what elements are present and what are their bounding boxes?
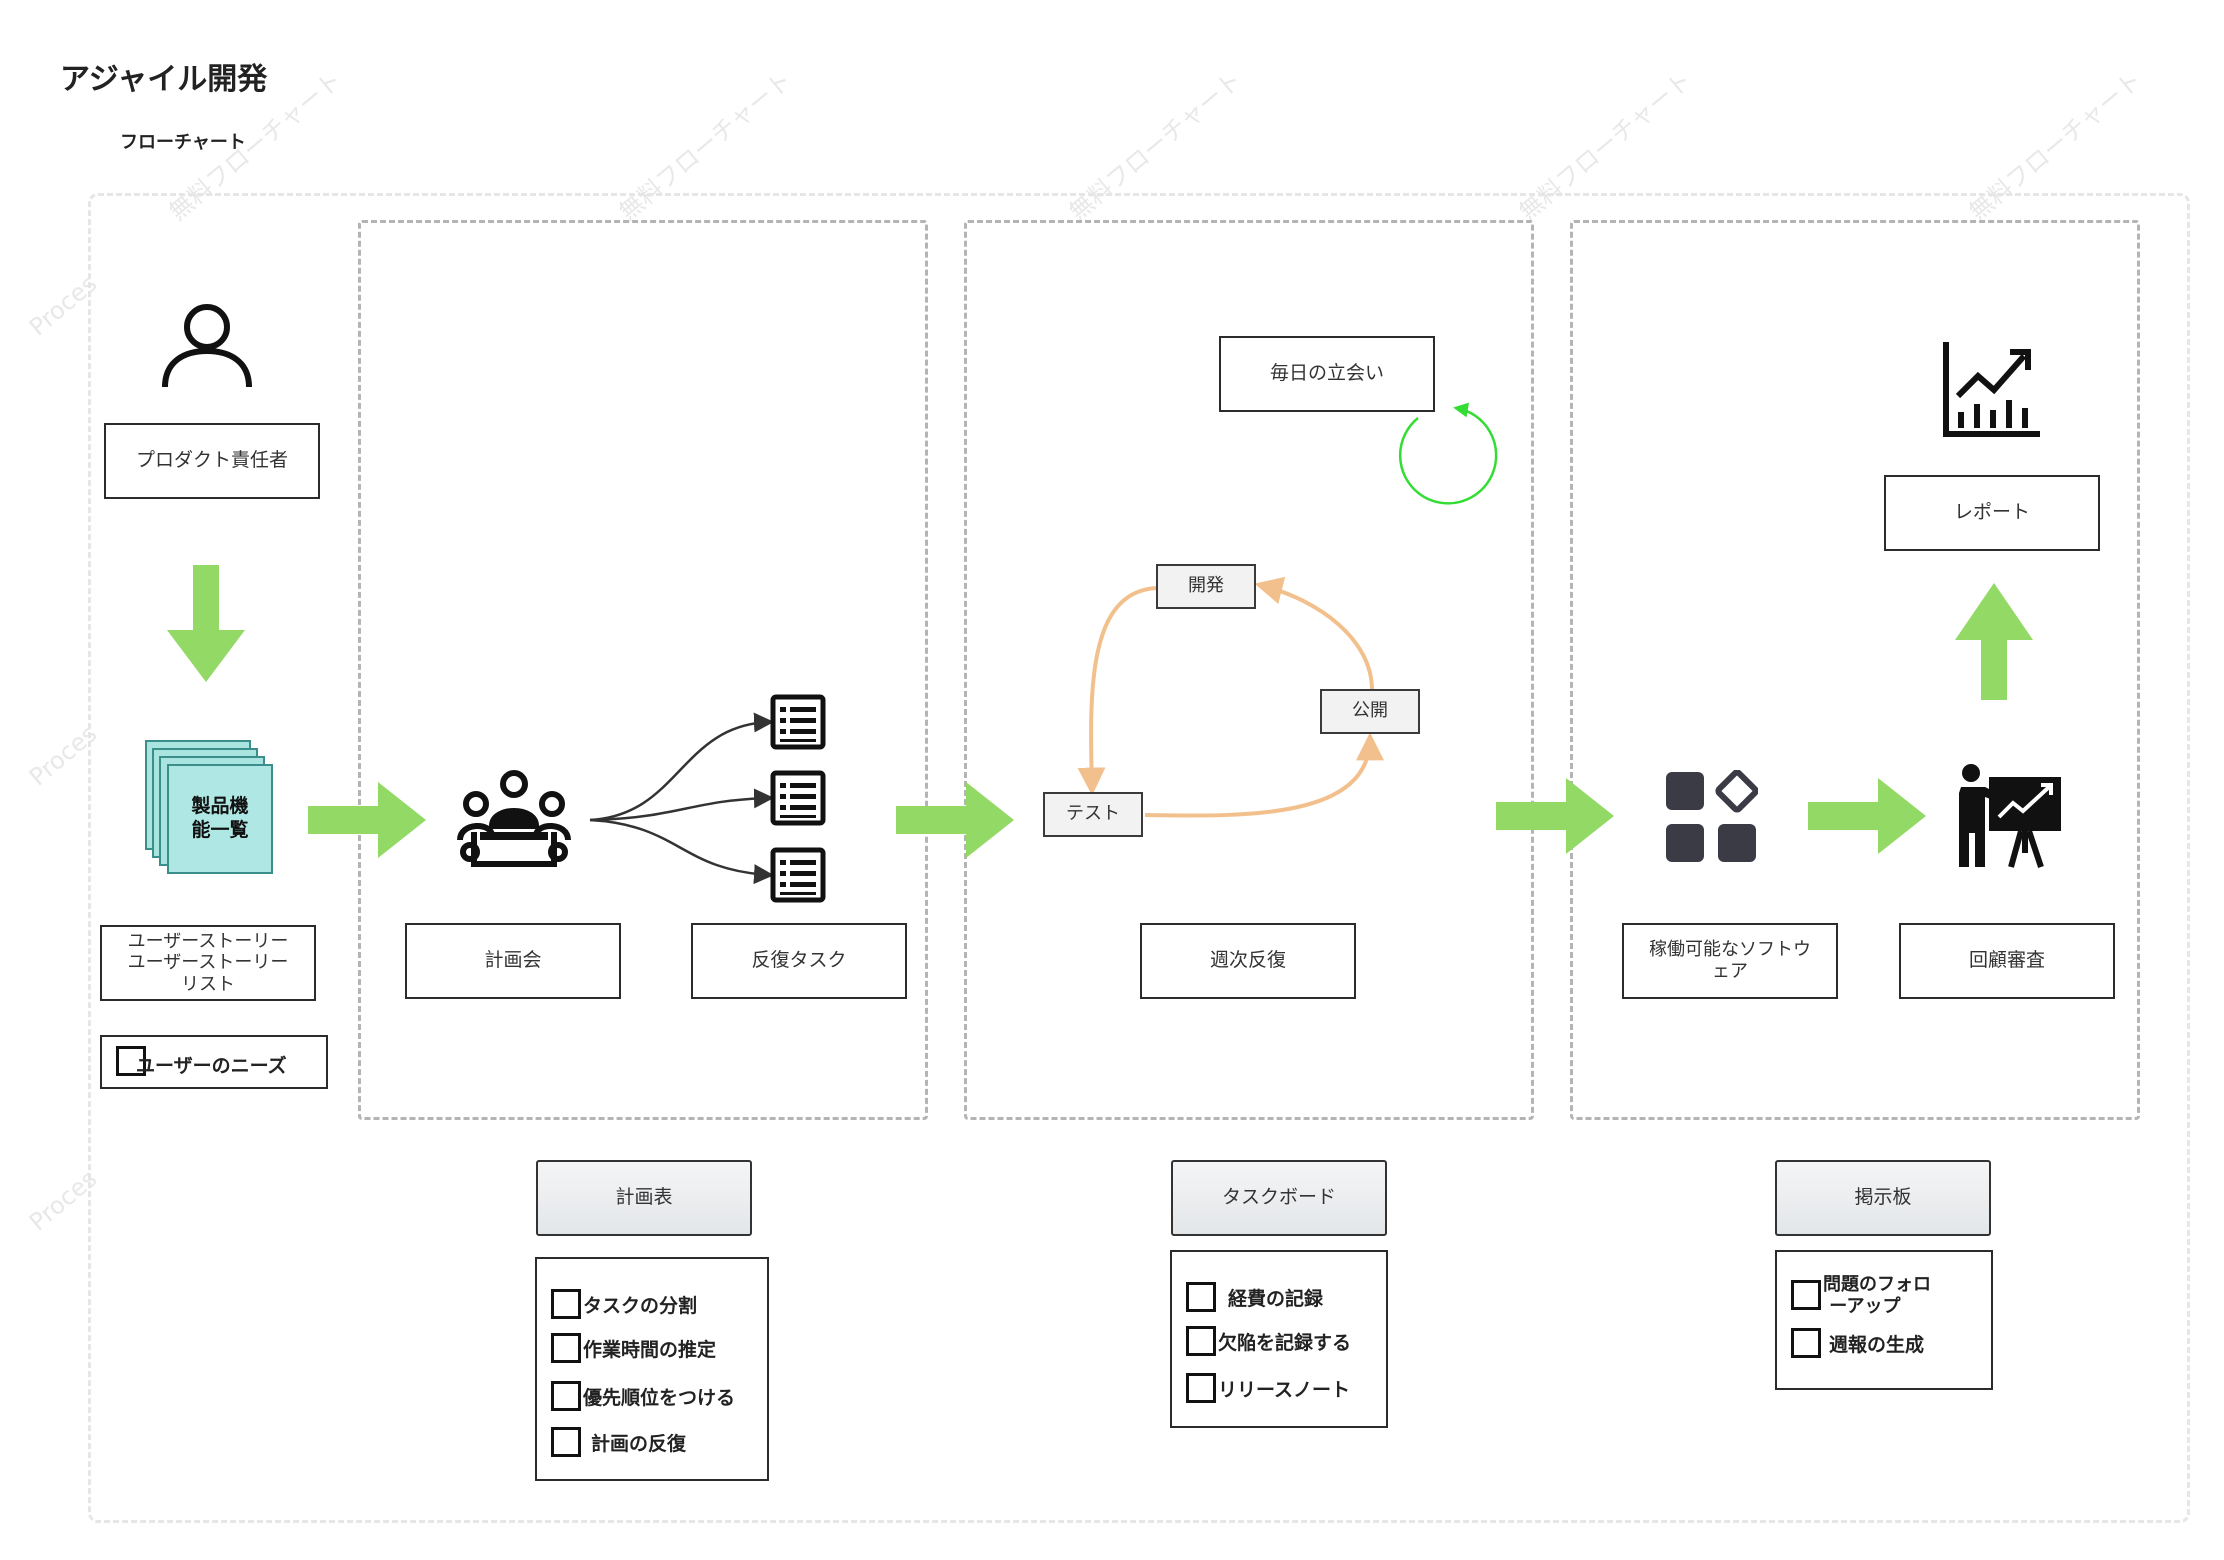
notice-board-header[interactable]: 掲示板 — [1775, 1160, 1991, 1236]
checklist-item-label: 経費の記録 — [1228, 1287, 1324, 1310]
checkbox[interactable] — [551, 1289, 581, 1319]
feature-list-notes[interactable]: 製品機 能一覧 — [145, 740, 275, 880]
cycle-test-to-release — [1144, 732, 1384, 818]
user-needs-label: ユーザーのニーズ — [136, 1055, 287, 1077]
cycle-release-to-develop — [1254, 576, 1374, 691]
checkbox[interactable] — [551, 1427, 581, 1457]
checklist-item-label: リリースノート — [1218, 1378, 1351, 1401]
list-icon — [770, 694, 826, 750]
checklist-item-label: 作業時間の推定 — [583, 1338, 717, 1361]
user-story-list-box[interactable]: ユーザーストーリー ユーザーストーリー リスト — [100, 925, 316, 1001]
page-subtitle: フローチャート — [120, 132, 246, 153]
presentation-icon — [1959, 764, 2061, 868]
meeting-icon — [457, 770, 571, 867]
checkbox[interactable] — [551, 1381, 581, 1411]
checklist-item[interactable]: 作業時間の推定 — [551, 1333, 716, 1363]
checkbox[interactable] — [1186, 1326, 1216, 1356]
checkbox[interactable] — [1186, 1373, 1216, 1403]
checklist-item[interactable]: 経費の記録 — [1186, 1282, 1323, 1312]
arrow-right-1 — [308, 782, 426, 858]
plan-board-checklist[interactable]: タスクの分割 作業時間の推定 優先順位をつける 計画の反復 — [535, 1257, 769, 1481]
arrow-right-2 — [896, 782, 1014, 858]
page-title: アジャイル開発 — [60, 62, 268, 97]
retrospective-box[interactable]: 回顧審査 — [1899, 923, 2115, 999]
daily-loop — [1398, 402, 1498, 505]
checklist-item-label: 欠陥を記録する — [1218, 1331, 1352, 1354]
connector-meeting-list-1 — [589, 712, 774, 822]
checklist-item[interactable]: 週報の生成 — [1791, 1328, 1924, 1358]
arrow-down-owner — [167, 565, 245, 682]
checklist-item[interactable]: 優先順位をつける — [551, 1381, 735, 1411]
feature-list-text: 製品機 能一覧 — [191, 795, 249, 841]
checkbox[interactable] — [551, 1333, 581, 1363]
connector-meeting-list-2 — [589, 788, 774, 822]
cycle-develop-to-test — [1077, 586, 1159, 796]
arrow-up-report — [1955, 583, 2033, 700]
develop-box[interactable]: 開発 — [1156, 564, 1256, 609]
weekly-iteration-box[interactable]: 週次反復 — [1140, 923, 1356, 999]
task-board-checklist[interactable]: 経費の記録 欠陥を記録する リリースノート — [1170, 1250, 1388, 1428]
report-box[interactable]: レポート — [1884, 475, 2100, 551]
user-story-line-2: ユーザーストーリー — [127, 952, 289, 974]
planning-meeting-box[interactable]: 計画会 — [405, 923, 621, 999]
checklist-item[interactable]: 問題のフォロ ーアップ — [1791, 1274, 1931, 1317]
checklist-item[interactable]: タスクの分割 — [551, 1289, 697, 1319]
apps-icon — [1666, 770, 1758, 862]
lane-development — [964, 220, 1534, 1120]
outer-frame — [88, 193, 2190, 1523]
connector-meeting-list-3 — [589, 818, 774, 885]
checklist-item-label: 週報の生成 — [1829, 1333, 1925, 1356]
lane-planning — [358, 220, 928, 1120]
working-software-line-1: 稼働可能なソフトウ — [1649, 939, 1811, 961]
checklist-item-label: 計画の反復 — [591, 1432, 687, 1455]
list-icon — [770, 770, 826, 826]
checklist-item-label: 優先順位をつける — [583, 1386, 736, 1409]
checklist-item[interactable]: 欠陥を記録する — [1186, 1326, 1351, 1356]
checkbox[interactable] — [1791, 1280, 1821, 1310]
iteration-tasks-box[interactable]: 反復タスク — [691, 923, 907, 999]
feature-list-label: 製品機 能一覧 — [167, 764, 273, 874]
working-software-line-2: ェア — [1712, 961, 1748, 982]
task-board-header[interactable]: タスクボード — [1171, 1160, 1387, 1236]
notice-board-checklist[interactable]: 問題のフォロ ーアップ 週報の生成 — [1775, 1250, 1993, 1390]
list-icon — [770, 847, 826, 903]
user-story-line-1: ユーザーストーリー — [127, 930, 289, 952]
test-box[interactable]: テスト — [1043, 792, 1143, 837]
working-software-box[interactable]: 稼働可能なソフトウ ェア — [1622, 923, 1838, 999]
arrow-right-4 — [1808, 778, 1926, 854]
checklist-item-label: タスクの分割 — [583, 1294, 698, 1317]
user-needs-box[interactable]: ユーザーのニーズ — [100, 1035, 328, 1089]
chart-icon — [1943, 342, 2040, 437]
checkbox[interactable] — [1186, 1282, 1216, 1312]
plan-board-header[interactable]: 計画表 — [536, 1160, 752, 1236]
product-owner-box[interactable]: プロダクト責任者 — [104, 423, 320, 499]
checklist-item[interactable]: リリースノート — [1186, 1373, 1350, 1403]
daily-standup-box[interactable]: 毎日の立会い — [1219, 336, 1435, 412]
checklist-item-label: 問題のフォロ ーアップ — [1823, 1274, 1931, 1317]
checklist-item[interactable]: 計画の反復 — [551, 1427, 686, 1457]
lane-release — [1570, 220, 2140, 1120]
user-icon — [162, 304, 252, 388]
arrow-right-3 — [1496, 778, 1614, 854]
user-story-line-3: リスト — [181, 973, 235, 995]
release-box[interactable]: 公開 — [1320, 689, 1420, 734]
user-needs-checkbox[interactable] — [116, 1046, 146, 1076]
checkbox[interactable] — [1791, 1328, 1821, 1358]
